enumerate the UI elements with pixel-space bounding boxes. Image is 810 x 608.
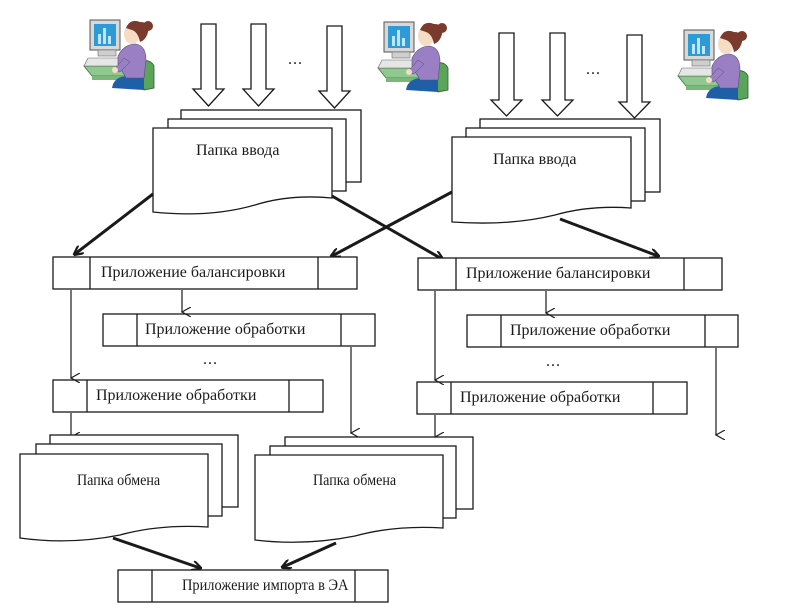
- input-arrows-left: [191, 23, 352, 109]
- balancer-app-label: Приложение балансировки: [101, 264, 286, 281]
- folder-page-front: [19, 453, 209, 542]
- input-arrows-right: [489, 32, 652, 119]
- input-arrow: [317, 25, 352, 109]
- balancer-app-left: [52, 256, 358, 290]
- balancer-app-right: [417, 257, 723, 291]
- importer-app-label: Приложение импорта в ЭА: [182, 577, 349, 594]
- exchange-folder-label: Папка обмена: [77, 472, 161, 489]
- processors-ellipsis: ...: [546, 353, 561, 370]
- processor-app-label: Приложение обработки: [460, 389, 621, 406]
- processor-app-right-1: [466, 314, 739, 348]
- processor-app-left-2: [52, 379, 324, 413]
- balancer-app-label: Приложение балансировки: [466, 265, 651, 282]
- input-folder-right[interactable]: [451, 118, 661, 224]
- folder-to-balancer-arrows: [75, 190, 658, 259]
- thin-arrows-left: [71, 290, 351, 437]
- input-arrow: [191, 23, 226, 107]
- input-arrows-ellipsis-right: ...: [586, 61, 601, 78]
- thin-arrows-right: [435, 291, 716, 437]
- exchange-folder-label: Папка обмена: [313, 472, 397, 489]
- input-folder-label: Папка ввода: [493, 151, 577, 168]
- input-arrow: [489, 32, 524, 117]
- exchange-to-importer-arrows: [112, 536, 337, 568]
- processors-ellipsis: ...: [203, 351, 218, 368]
- processor-app-left-1: [102, 313, 376, 347]
- input-arrows-ellipsis-left: ...: [288, 51, 303, 68]
- importer-app: [117, 569, 389, 603]
- folder-page-front: [254, 454, 444, 543]
- arrow-left-folder-to-left-balancer: [75, 192, 154, 254]
- arrow-right-folder-to-right-balancer: [559, 217, 658, 256]
- exchange-folder-left[interactable]: [19, 434, 239, 542]
- user-at-computer-icon: [83, 19, 155, 91]
- input-arrow: [540, 32, 575, 117]
- folder-page-front: [152, 127, 333, 215]
- processor-app-right-2: [416, 381, 688, 415]
- exchange-folder-right[interactable]: [254, 436, 474, 543]
- processor-app-label: Приложение обработки: [96, 387, 257, 404]
- processor-app-label: Приложение обработки: [510, 322, 671, 339]
- input-folder-left[interactable]: [152, 109, 362, 215]
- input-folder-label: Папка ввода: [196, 142, 280, 159]
- processor-app-label: Приложение обработки: [145, 321, 306, 338]
- input-arrow: [617, 34, 652, 119]
- input-arrow: [241, 23, 276, 107]
- folder-page-front: [451, 136, 632, 224]
- arrow-right-folder-to-left-balancer: [332, 190, 453, 256]
- user-at-computer-icon: [677, 29, 749, 101]
- user-at-computer-icon: [377, 21, 449, 93]
